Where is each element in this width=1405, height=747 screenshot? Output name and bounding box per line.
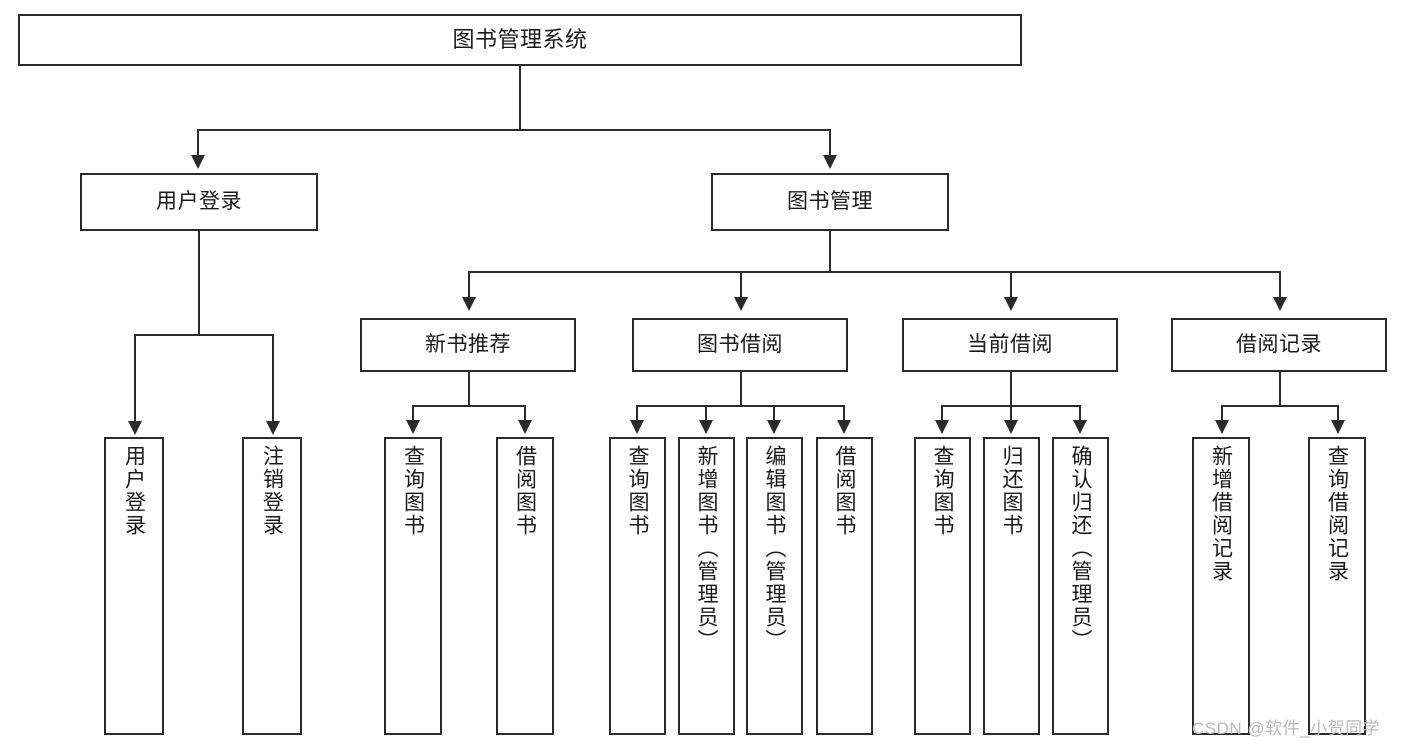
arrowhead-to-new-book-recommend [462,297,476,311]
node-leaf-query-book-1-label: 查询图书 [401,445,425,537]
edge-bm-to-borrow-record [1279,271,1281,299]
edge-bm-to-current-borrow [1010,271,1012,299]
node-user-login-label: 用户登录 [156,189,242,213]
arrowhead-to-leaf-user-login [128,421,142,435]
node-leaf-add-record-label: 新增借阅记录 [1209,445,1233,583]
edge-bb-to-leaf-3 [773,405,775,421]
arrowhead-to-leaf-edit-book [767,420,781,434]
edge-borrow-record-trunk [1279,372,1281,406]
edge-borrow-record-bus [1221,405,1338,407]
edge-user-login-to-leaf-2 [272,334,274,423]
edge-user-login-to-leaf-1 [134,334,136,423]
node-leaf-query-book-3[interactable]: 查询图书 [914,437,971,735]
edge-nb-to-leaf-2 [524,405,526,421]
csdn-watermark: CSDN @软件_小贺同学 [1192,719,1381,738]
node-leaf-borrow-book-1-label: 借阅图书 [513,445,537,537]
node-leaf-user-login-label: 用户登录 [122,445,146,537]
node-leaf-return-book-label: 归还图书 [1000,445,1023,537]
arrowhead-to-book-management [823,155,837,169]
arrowhead-to-book-borrow [734,297,748,311]
edge-bb-to-leaf-2 [705,405,707,421]
node-current-borrow-label: 当前借阅 [967,332,1053,356]
edge-root-to-user-login [197,129,199,157]
node-current-borrow[interactable]: 当前借阅 [902,318,1118,372]
arrowhead-to-leaf-query-book-3 [935,420,949,434]
node-new-book-recommend[interactable]: 新书推荐 [360,318,576,372]
arrowhead-to-borrow-record [1273,297,1287,311]
node-leaf-edit-book[interactable]: 编辑图书（管理员） [746,437,803,735]
node-leaf-logout[interactable]: 注销登录 [242,437,302,735]
node-user-login[interactable]: 用户登录 [80,173,318,231]
edge-br-to-leaf-1 [1221,405,1223,421]
edge-user-login-trunk [198,231,200,335]
node-leaf-query-book-2[interactable]: 查询图书 [609,437,666,735]
node-leaf-logout-label: 注销登录 [260,445,284,537]
edge-new-book-bus [412,405,525,407]
node-leaf-add-record[interactable]: 新增借阅记录 [1192,437,1250,735]
node-leaf-borrow-book-2-label: 借阅图书 [833,445,856,537]
edge-root-to-book-management [829,129,831,157]
edge-current-borrow-trunk [1010,372,1012,406]
node-leaf-confirm-return[interactable]: 确认归还（管理员） [1052,437,1109,735]
arrowhead-to-leaf-add-record [1215,420,1229,434]
edge-bb-to-leaf-4 [843,405,845,421]
node-borrow-record-label: 借阅记录 [1236,332,1322,356]
node-book-borrow[interactable]: 图书借阅 [632,318,848,372]
node-leaf-query-book-3-label: 查询图书 [931,445,954,537]
node-leaf-add-book-label: 新增图书（管理员） [695,445,718,652]
edge-root-trunk [519,66,521,130]
node-leaf-borrow-book-2[interactable]: 借阅图书 [816,437,873,735]
arrowhead-to-user-login [191,155,205,169]
arrowhead-to-leaf-borrow-book-1 [518,420,532,434]
edge-br-to-leaf-2 [1337,405,1339,421]
arrowhead-to-leaf-query-book-2 [630,420,644,434]
edge-book-management-bus [468,271,1279,273]
node-leaf-query-record-label: 查询借阅记录 [1325,445,1349,583]
edge-user-login-bus [134,334,273,336]
edge-new-book-trunk [468,372,470,406]
node-leaf-user-login[interactable]: 用户登录 [104,437,164,735]
edge-book-borrow-trunk [740,372,742,406]
node-book-management[interactable]: 图书管理 [711,173,949,231]
edge-cb-to-leaf-3 [1079,405,1081,421]
arrowhead-to-leaf-logout [266,421,280,435]
edge-book-borrow-bus [636,405,845,407]
node-new-book-recommend-label: 新书推荐 [425,332,511,356]
arrowhead-to-current-borrow [1004,297,1018,311]
arrowhead-to-leaf-return-book [1004,420,1018,434]
arrowhead-to-leaf-add-book [699,420,713,434]
edge-root-bus [197,129,831,131]
node-leaf-return-book[interactable]: 归还图书 [983,437,1040,735]
node-leaf-add-book[interactable]: 新增图书（管理员） [678,437,735,735]
arrowhead-to-leaf-query-book-1 [406,420,420,434]
node-root-system-label: 图书管理系统 [452,27,588,53]
node-leaf-borrow-book-1[interactable]: 借阅图书 [496,437,554,735]
node-book-borrow-label: 图书借阅 [697,332,783,356]
edge-nb-to-leaf-1 [412,405,414,421]
node-leaf-query-book-2-label: 查询图书 [626,445,649,537]
node-borrow-record[interactable]: 借阅记录 [1171,318,1387,372]
edge-cb-to-leaf-1 [941,405,943,421]
edge-book-management-trunk [829,231,831,273]
node-leaf-query-book-1[interactable]: 查询图书 [384,437,442,735]
node-root-system[interactable]: 图书管理系统 [18,14,1022,66]
edge-bb-to-leaf-1 [636,405,638,421]
arrowhead-to-leaf-borrow-book-2 [837,420,851,434]
arrowhead-to-leaf-query-record [1331,420,1345,434]
node-leaf-edit-book-label: 编辑图书（管理员） [763,445,786,652]
edge-bm-to-new-book [468,271,470,299]
edge-cb-to-leaf-2 [1010,405,1012,421]
node-book-management-label: 图书管理 [787,189,873,213]
edge-bm-to-book-borrow [740,271,742,299]
arrowhead-to-leaf-confirm-return [1073,420,1087,434]
node-leaf-query-record[interactable]: 查询借阅记录 [1308,437,1366,735]
node-leaf-confirm-return-label: 确认归还（管理员） [1069,445,1092,652]
